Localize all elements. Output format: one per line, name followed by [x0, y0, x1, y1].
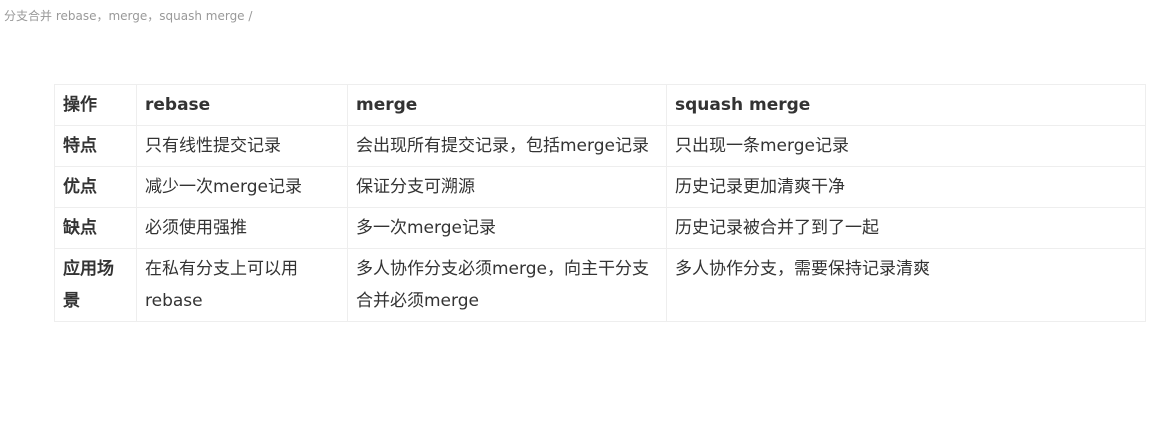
table-cell: 历史记录更加清爽干净: [666, 166, 1146, 208]
table-cell: 多一次merge记录: [347, 207, 667, 249]
table-cell: 必须使用强推: [136, 207, 348, 249]
breadcrumb-title[interactable]: 分支合并 rebase，merge，squash merge: [4, 9, 245, 23]
table-cell: 保证分支可溯源: [347, 166, 667, 208]
table-cell: 在私有分支上可以用 rebase: [136, 248, 348, 322]
row-label: 缺点: [54, 207, 137, 249]
table-row: 缺点必须使用强推多一次merge记录历史记录被合并了到了一起: [54, 207, 1146, 249]
breadcrumb: 分支合并 rebase，merge，squash merge /: [4, 7, 252, 24]
table-cell: 多人协作分支，需要保持记录清爽: [666, 248, 1146, 322]
header-cell: 操作: [54, 84, 137, 126]
row-label: 特点: [54, 125, 137, 167]
table-cell: 只有线性提交记录: [136, 125, 348, 167]
table-row: 优点减少一次merge记录保证分支可溯源历史记录更加清爽干净: [54, 166, 1146, 208]
comparison-table: 操作 rebase merge squash merge 特点只有线性提交记录会…: [54, 84, 1146, 322]
table-cell: 多人协作分支必须merge，向主干分支合并必须merge: [347, 248, 667, 322]
table-cell: 减少一次merge记录: [136, 166, 348, 208]
row-label: 优点: [54, 166, 137, 208]
table-row: 特点只有线性提交记录会出现所有提交记录，包括merge记录只出现一条merge记…: [54, 125, 1146, 167]
header-cell: rebase: [136, 84, 348, 126]
table-cell: 会出现所有提交记录，包括merge记录: [347, 125, 667, 167]
table-cell: 只出现一条merge记录: [666, 125, 1146, 167]
breadcrumb-separator: /: [248, 9, 253, 23]
header-cell: merge: [347, 84, 667, 126]
table-header-row: 操作 rebase merge squash merge: [54, 84, 1146, 126]
row-label: 应用场景: [54, 248, 137, 322]
table-cell: 历史记录被合并了到了一起: [666, 207, 1146, 249]
header-cell: squash merge: [666, 84, 1146, 126]
